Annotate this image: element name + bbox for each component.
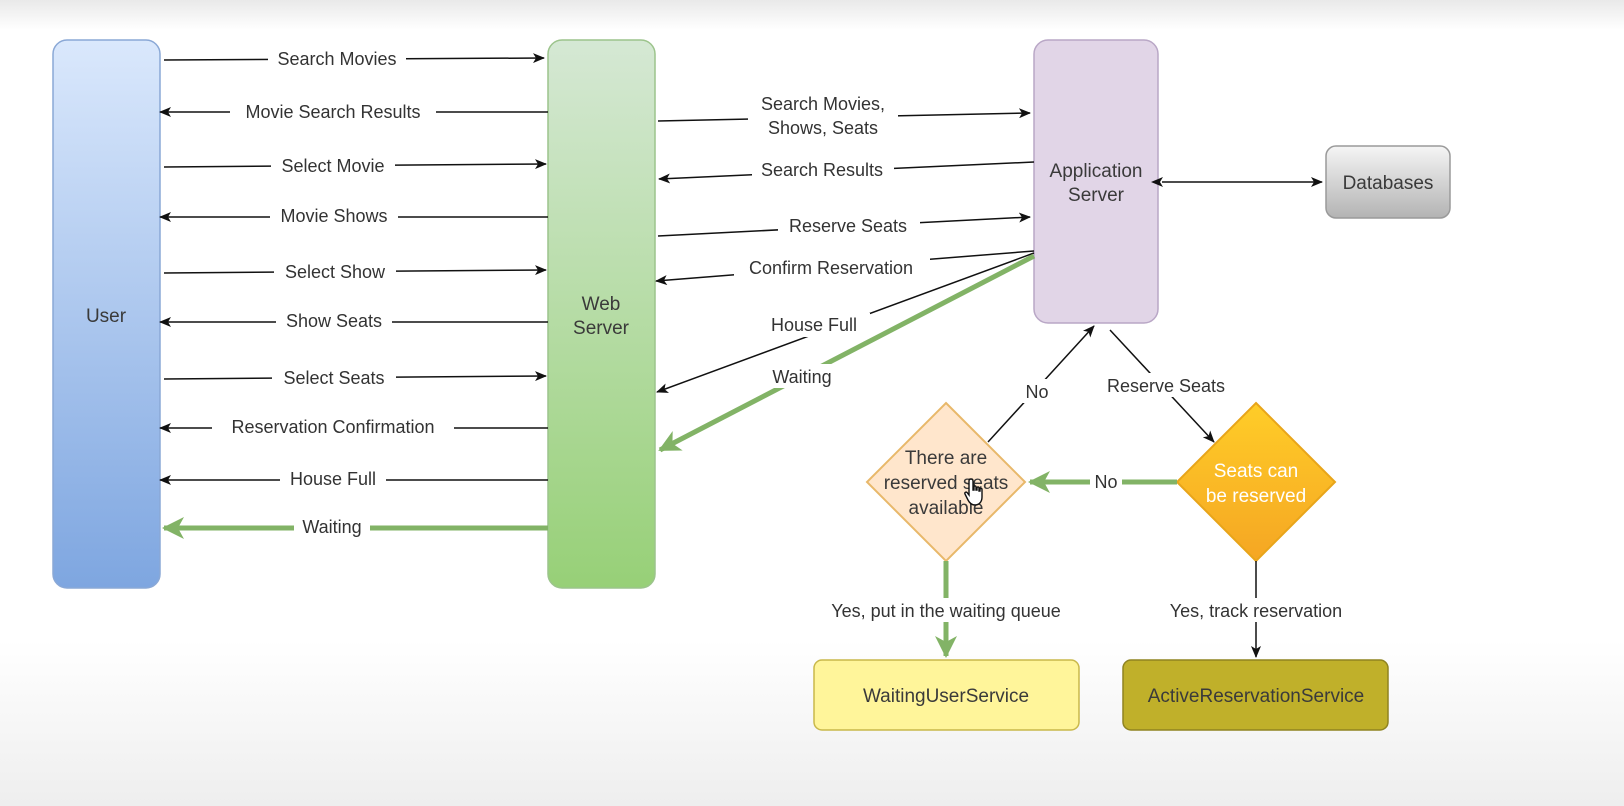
label-search-results: Search Results [761, 160, 883, 180]
label-no-to-app: No [1025, 382, 1048, 402]
label-yes-track: Yes, track reservation [1170, 601, 1342, 621]
decision-seats-available: There are reserved seats available [865, 401, 1027, 563]
databases-node: Databases [1325, 145, 1451, 219]
waiting-user-service-label: WaitingUserService [863, 686, 1029, 707]
decision-available-line3: available [909, 498, 984, 519]
user-node: User [52, 39, 161, 589]
label-reserve-seats-decision: Reserve Seats [1107, 376, 1225, 396]
hand-cursor-icon [964, 478, 983, 506]
label-movie-search-results: Movie Search Results [245, 102, 420, 122]
web-server-label-line1: Web [582, 294, 621, 315]
waiting-user-service-node: WaitingUserService [813, 659, 1080, 731]
label-house-full: House Full [290, 469, 376, 489]
label-select-movie: Select Movie [281, 156, 384, 176]
active-reservation-service-label: ActiveReservationService [1148, 686, 1364, 707]
active-reservation-service-node: ActiveReservationService [1122, 659, 1389, 731]
decision-reserve-line1: Seats can [1214, 461, 1299, 482]
databases-label: Databases [1343, 173, 1434, 194]
label-confirm-reservation: Confirm Reservation [749, 258, 913, 278]
decision-reserve-line2: be reserved [1206, 486, 1306, 507]
web-server-label-line2: Server [573, 318, 630, 339]
web-server-node: Web Server [547, 39, 656, 589]
label-waiting-app: Waiting [772, 367, 831, 387]
app-server-node: Application Server [1033, 39, 1159, 324]
reservation-flow-arrows: Reserve Seats No No Yes, put in the wait… [808, 325, 1360, 658]
app-server-label-line1: Application [1050, 161, 1143, 182]
arrow-waiting-green-app [658, 253, 1036, 453]
label-show-seats: Show Seats [286, 311, 382, 331]
decision-available-line2: reserved seats [884, 473, 1009, 494]
label-yes-waiting: Yes, put in the waiting queue [831, 601, 1061, 621]
label-select-seats: Select Seats [283, 368, 384, 388]
label-search-movies-shows: Search Movies, [761, 94, 885, 114]
label-reserve-seats: Reserve Seats [789, 216, 907, 236]
label-house-full-app: House Full [771, 315, 857, 335]
user-label: User [86, 306, 127, 327]
label-waiting: Waiting [302, 517, 361, 537]
label-movie-shows: Movie Shows [280, 206, 387, 226]
user-web-arrows: Search Movies Movie Search Results Selec… [159, 46, 548, 539]
label-no-to-check: No [1094, 472, 1117, 492]
app-server-label-line2: Server [1068, 185, 1125, 206]
label-reservation-confirmation: Reservation Confirmation [231, 417, 434, 437]
decision-available-line1: There are [905, 448, 987, 469]
label-select-show: Select Show [285, 262, 386, 282]
label-shows-seats: Shows, Seats [768, 118, 878, 138]
label-search-movies: Search Movies [277, 49, 396, 69]
web-app-arrows: Search Movies, Shows, Seats Search Resul… [655, 90, 1036, 453]
